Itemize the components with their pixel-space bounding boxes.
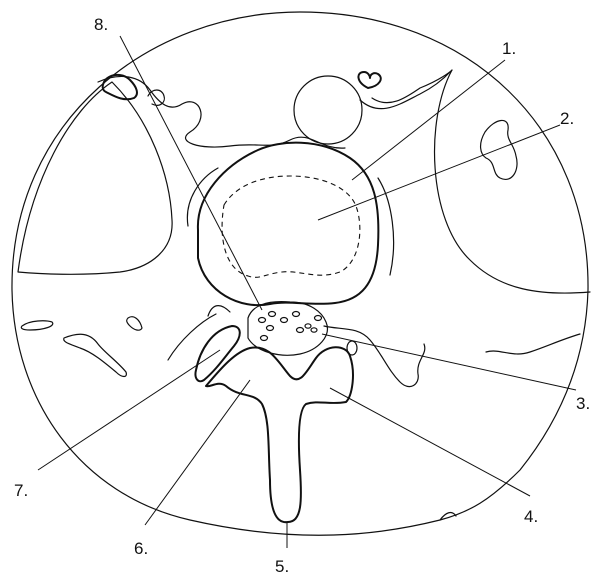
leader-line-7: [38, 350, 220, 470]
heart-shaped-vessel: [358, 72, 380, 88]
label-1: 1.: [502, 39, 516, 58]
nerve-rootlet: [315, 316, 322, 321]
label-3: 3.: [576, 394, 590, 413]
nerve-rootlet: [267, 326, 274, 331]
right-lobular-organ: [481, 120, 517, 179]
vertebral-arch-spinous-process: [206, 347, 353, 522]
nerve-rootlet: [261, 336, 268, 341]
leader-line-1: [352, 60, 505, 180]
label-8: 8.: [94, 15, 108, 34]
leader-line-2: [318, 125, 560, 220]
small-vessel-8: [103, 75, 137, 99]
leader-line-8: [120, 36, 262, 310]
leader-line-3: [322, 334, 576, 390]
left-ligament-structure: [168, 306, 230, 360]
left-fat-shape-b: [64, 334, 127, 376]
left-psoas-muscle: [18, 82, 172, 274]
vertebral-body-outer-edge: [187, 168, 393, 275]
nerve-rootlet: [293, 312, 300, 317]
aorta: [294, 76, 362, 144]
nerve-rootlet: [297, 328, 304, 333]
label-5: 5.: [275, 557, 289, 576]
nucleus-pulposus: [222, 176, 360, 277]
left-fat-shape-a: [21, 321, 53, 330]
label-6: 6.: [134, 539, 148, 558]
label-4: 4.: [524, 507, 538, 526]
nerve-rootlet: [259, 318, 266, 323]
leader-line-4: [330, 388, 530, 496]
nerve-rootlet: [305, 324, 311, 328]
upper-right-organ-outline: [360, 70, 452, 109]
nerve-rootlet: [311, 328, 317, 332]
vertebral-body: [198, 143, 378, 306]
nerve-rootlet: [281, 318, 288, 323]
label-2: 2.: [560, 109, 574, 128]
nerve-rootlet: [269, 312, 276, 317]
left-fat-shape-c: [127, 317, 142, 330]
right-small-vessel: [347, 341, 357, 355]
right-paraspinal-outline: [324, 326, 425, 387]
nerve-rootlets: [259, 312, 322, 341]
right-muscle-region: [435, 70, 590, 293]
right-lower-organ-edge: [486, 334, 580, 354]
label-7: 7.: [14, 481, 28, 500]
leader-line-6: [145, 380, 250, 525]
